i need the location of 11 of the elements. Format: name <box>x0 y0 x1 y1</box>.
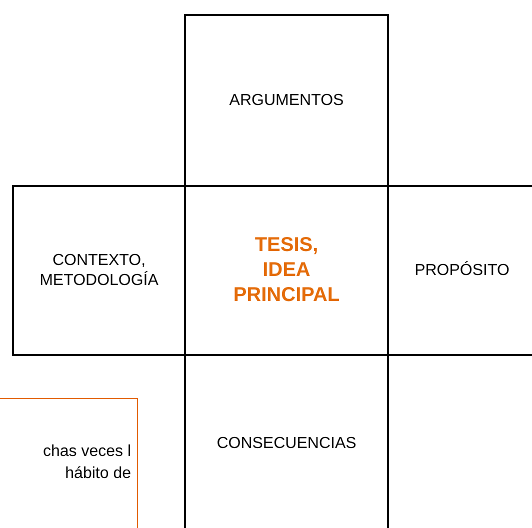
cell-label: CONSECUENCIAS <box>216 434 356 454</box>
text-box <box>184 354 389 528</box>
note-box <box>0 398 138 528</box>
text-box <box>12 185 186 356</box>
text-box <box>387 185 532 356</box>
text-box <box>184 14 389 187</box>
thesis-label: TESIS, IDEA PRINCIPAL <box>232 233 341 308</box>
note-text: chas veces l hábito de <box>42 442 131 484</box>
cell-label: PROPÓSITO <box>414 260 510 280</box>
cell-label: ARGUMENTOS <box>229 90 344 110</box>
cell-label: CONTEXTO, METODOLOGÍA <box>38 250 160 290</box>
